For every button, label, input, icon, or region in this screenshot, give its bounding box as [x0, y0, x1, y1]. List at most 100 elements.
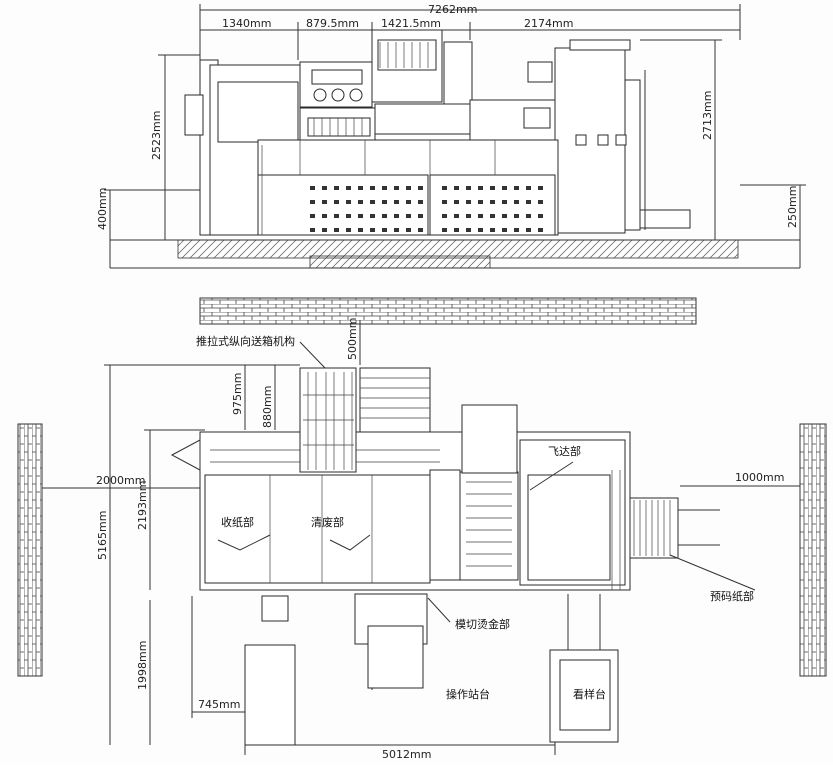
vent-hole [370, 214, 375, 218]
brick-wall-right [799, 423, 827, 677]
label-stripping: 清废部 [311, 516, 344, 529]
vent-hole [502, 200, 507, 204]
vent-hole [310, 228, 315, 232]
vent-hole [310, 214, 315, 218]
plan-view: 5165mm 2193mm 1998mm 975mm 880mm 500mm 2… [17, 318, 827, 761]
label-sample: 看样台 [573, 688, 606, 701]
vent-hole [538, 214, 543, 218]
vent-hole [478, 200, 483, 204]
dim-5165: 5165mm [96, 511, 109, 560]
vent-hole [322, 228, 327, 232]
vent-hole [382, 214, 387, 218]
vent-hole [442, 214, 447, 218]
dim-base-left: 400mm [96, 188, 109, 230]
dim-745: 745mm [198, 698, 240, 711]
vent-hole [406, 186, 411, 190]
vent-hole [490, 186, 495, 190]
vent-hole [382, 200, 387, 204]
vent-hole [490, 228, 495, 232]
vent-hole [322, 200, 327, 204]
vent-hole [358, 200, 363, 204]
vent-hole [322, 214, 327, 218]
vent-hole [334, 214, 339, 218]
vent-hole [514, 200, 519, 204]
label-pre-stack: 预码纸部 [710, 590, 754, 603]
vent-hole [454, 186, 459, 190]
dim-5012: 5012mm [382, 748, 431, 761]
elevation-view: 7262mm 1340mm 879.5mm 1421.5mm 2174mm 25… [96, 3, 806, 269]
vent-hole [442, 200, 447, 204]
brick-wall-top [199, 297, 697, 325]
vent-hole [346, 228, 351, 232]
vent-hole [466, 214, 471, 218]
dim-height-left: 2523mm [150, 111, 163, 160]
vent-hole [538, 200, 543, 204]
vent-hole [502, 214, 507, 218]
vent-hole [394, 200, 399, 204]
vent-hole [454, 214, 459, 218]
vent-hole [406, 214, 411, 218]
vent-hole [382, 228, 387, 232]
dim-2000: 2000mm [96, 474, 145, 487]
vent-hole [310, 186, 315, 190]
vent-hole [502, 228, 507, 232]
dim-seg3: 1421.5mm [381, 17, 441, 30]
vent-hole [538, 186, 543, 190]
vent-hole [322, 186, 327, 190]
vent-hole [478, 214, 483, 218]
vent-hole [538, 228, 543, 232]
brick-wall-left [17, 423, 43, 677]
vent-hole [334, 228, 339, 232]
vent-hole [490, 214, 495, 218]
vent-hole [466, 200, 471, 204]
label-delivery: 收纸部 [221, 516, 254, 529]
vent-holes [310, 186, 543, 232]
vent-hole [478, 228, 483, 232]
dim-1998: 1998mm [136, 641, 149, 690]
vent-hole [442, 228, 447, 232]
vent-hole [418, 186, 423, 190]
vent-hole [418, 200, 423, 204]
vent-hole [526, 228, 531, 232]
vent-hole [502, 186, 507, 190]
vent-hole [394, 214, 399, 218]
vent-hole [346, 214, 351, 218]
vent-hole [418, 228, 423, 232]
label-operator: 操作站台 [446, 688, 490, 701]
vent-hole [514, 186, 519, 190]
vent-hole [526, 200, 531, 204]
vent-hole [526, 186, 531, 190]
dim-1000: 1000mm [735, 471, 784, 484]
vent-hole [358, 214, 363, 218]
dim-seg2: 879.5mm [306, 17, 359, 30]
vent-hole [382, 186, 387, 190]
vent-hole [466, 186, 471, 190]
vent-hole [526, 214, 531, 218]
dim-base-right: 250mm [786, 186, 799, 228]
label-feeder: 飞达部 [548, 445, 581, 458]
vent-hole [358, 228, 363, 232]
vent-hole [514, 228, 519, 232]
vent-hole [310, 200, 315, 204]
vent-hole [346, 200, 351, 204]
vent-hole [346, 186, 351, 190]
vent-hole [406, 228, 411, 232]
dim-2193: 2193mm [136, 481, 149, 530]
vent-hole [370, 228, 375, 232]
label-die-cut: 模切烫金部 [455, 618, 510, 631]
vent-hole [358, 186, 363, 190]
vent-hole [394, 186, 399, 190]
vent-hole [334, 186, 339, 190]
vent-hole [370, 200, 375, 204]
vent-hole [454, 200, 459, 204]
vent-hole [394, 228, 399, 232]
vent-hole [478, 186, 483, 190]
vent-hole [454, 228, 459, 232]
vent-hole [466, 228, 471, 232]
vent-hole [514, 214, 519, 218]
dim-seg4: 2174mm [524, 17, 573, 30]
dim-total-width: 7262mm [428, 3, 477, 16]
dim-880: 880mm [261, 386, 274, 428]
vent-hole [406, 200, 411, 204]
